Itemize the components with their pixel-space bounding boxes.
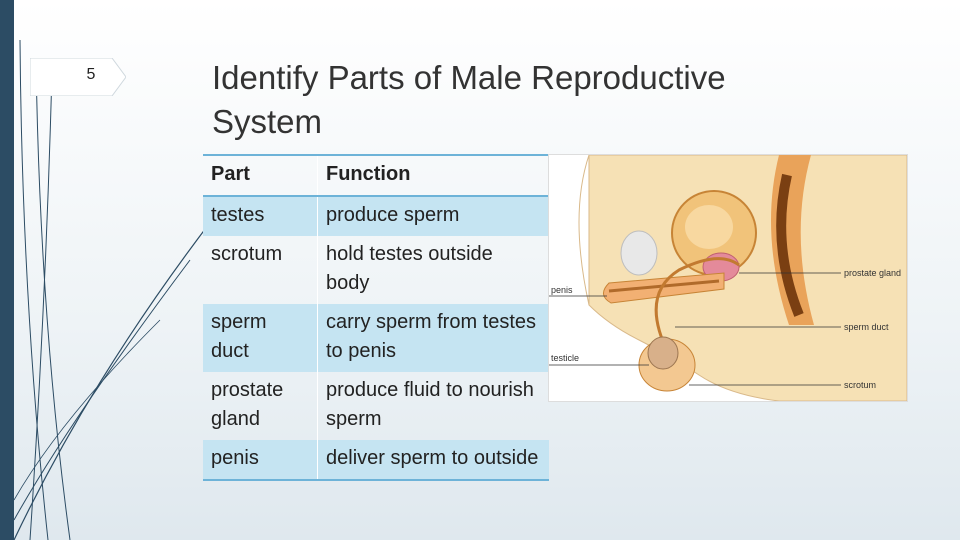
header-function: Function (326, 163, 411, 185)
header-part: Part (203, 155, 318, 196)
cell-function: carry sperm from testes to penis (326, 311, 537, 362)
left-accent-bar (0, 0, 14, 540)
slide-title: Identify Parts of Male Reproductive Syst… (212, 59, 726, 140)
table-row: prostate gland produce fluid to nourish … (203, 372, 549, 440)
anatomy-illustration (549, 155, 907, 401)
decorative-lines (13, 39, 213, 540)
cell-part: penis (203, 440, 318, 480)
label-sperm-duct: sperm duct (844, 322, 889, 332)
cell-function: produce sperm (326, 204, 460, 226)
anatomy-diagram: prostate gland penis sperm duct testicle… (548, 154, 908, 402)
table-row: testes produce sperm (203, 196, 549, 236)
cell-part: sperm duct (203, 304, 318, 372)
label-penis: penis (551, 285, 573, 295)
cell-function: deliver sperm to outside (326, 447, 539, 469)
table-header-row: Part Function (203, 155, 549, 196)
slide-number: 5 (86, 66, 96, 83)
cell-part: scrotum (203, 236, 318, 304)
cell-function: produce fluid to nourish sperm (326, 379, 534, 430)
label-testicle: testicle (551, 353, 580, 363)
label-scrotum: scrotum (844, 380, 877, 390)
table-row: sperm duct carry sperm from testes to pe… (203, 304, 549, 372)
table-row: penis deliver sperm to outside (203, 440, 549, 480)
cell-part: testes (203, 196, 318, 236)
label-prostate-gland: prostate gland (844, 268, 902, 278)
slide-number-tab (30, 58, 126, 96)
cell-function: hold testes outside body (326, 243, 493, 294)
parts-table: Part Function testes produce sperm scrot… (203, 154, 549, 481)
table-row: scrotum hold testes outside body (203, 236, 549, 304)
cell-part: prostate gland (203, 372, 318, 440)
